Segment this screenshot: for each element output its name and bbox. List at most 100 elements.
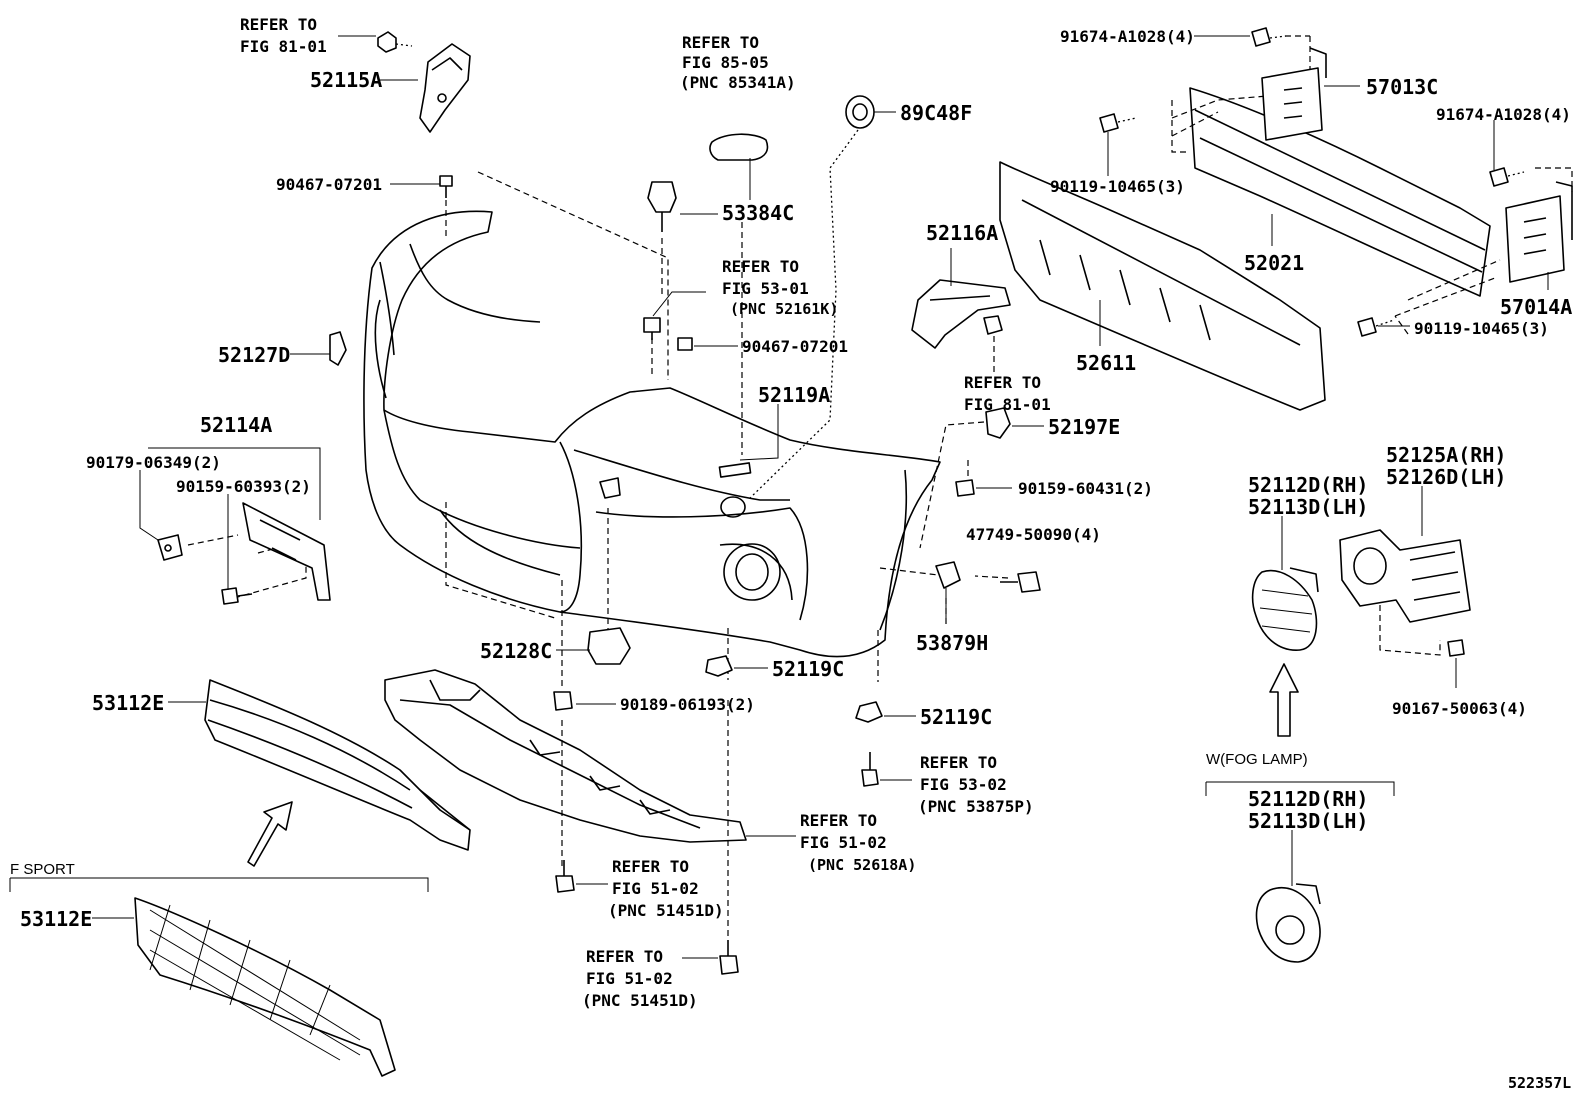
clip-90467-top (439, 175, 453, 198)
washer-cap-85341A (709, 133, 769, 161)
label-90467-center: 90467-07201 (742, 337, 848, 356)
fog-bracket-line (1205, 781, 1395, 796)
label-52114A: 52114A (200, 413, 272, 437)
bolt-51451D-a (555, 860, 575, 893)
label-52197E: 52197E (1048, 415, 1120, 439)
label-47749: 47749-50090(4) (966, 525, 1101, 544)
label-fig81b-1: REFER TO (964, 373, 1041, 392)
clip-52127D (329, 331, 347, 366)
label-fig5102a-2: FIG 51-02 (800, 833, 887, 852)
clip-52197E (985, 407, 1011, 439)
grommet-89C48F (845, 95, 875, 129)
bolt-90119-b (1357, 317, 1395, 337)
label-fig5102b-1: REFER TO (612, 857, 689, 876)
under-cover-drawing (384, 669, 747, 843)
label-90159-right: 90159-60431(2) (1018, 479, 1153, 498)
screw-90159-left (221, 587, 253, 605)
labels: REFER TO FIG 81-01 52115A REFER TO FIG 8… (10, 15, 1572, 1092)
label-90119-a: 90119-10465(3) (1050, 177, 1185, 196)
clip-90189 (553, 691, 573, 711)
screw-90167 (1447, 639, 1465, 657)
arrow-up-fog (1269, 663, 1299, 737)
label-fig81b-2: FIG 81-01 (964, 395, 1051, 414)
label-53384C: 53384C (722, 201, 794, 225)
label-52112D-top: 52112D(RH) (1248, 473, 1368, 497)
label-90179: 90179-06349(2) (86, 453, 221, 472)
label-90467-top: 90467-07201 (276, 175, 382, 194)
fog-bracket-52125A (1339, 529, 1471, 623)
label-91674-b: 91674-A1028(4) (1436, 105, 1571, 124)
label-52128C: 52128C (480, 639, 552, 663)
label-52125A: 52125A(RH) (1386, 443, 1506, 467)
label-fsport: F SPORT (10, 861, 75, 878)
label-52126D: 52126D(LH) (1386, 465, 1506, 489)
bolt-51451D-b (719, 940, 739, 975)
label-fig5302-2: FIG 53-02 (920, 775, 1007, 794)
label-fig5102b-2: FIG 51-02 (612, 879, 699, 898)
label-57013C: 57013C (1366, 75, 1438, 99)
label-52116A: 52116A (926, 221, 998, 245)
bracket-52116A (911, 279, 1011, 349)
retainer-52114A (242, 502, 331, 601)
label-fig5102c-3: (PNC 51451D) (582, 991, 698, 1010)
clip-52161K (643, 317, 661, 340)
label-fig85-3: (PNC 85341A) (680, 73, 796, 92)
screw-47749 (1000, 571, 1041, 593)
label-52119C-a: 52119C (772, 657, 844, 681)
label-fig53-1: REFER TO (722, 257, 799, 276)
bolt-fig81 (377, 31, 413, 53)
label-52021: 52021 (1244, 251, 1304, 275)
label-90189: 90189-06193(2) (620, 695, 755, 714)
label-57014A: 57014A (1500, 295, 1572, 319)
label-52113D-bottom: 52113D(LH) (1248, 809, 1368, 833)
label-52119C-b: 52119C (920, 705, 992, 729)
label-90167: 90167-50063(4) (1392, 699, 1527, 718)
bolt-91674-b (1489, 167, 1525, 187)
label-52115A: 52115A (310, 68, 382, 92)
bolt-53875P (861, 752, 879, 787)
label-52112D-bottom: 52112D(RH) (1248, 787, 1368, 811)
label-91674-a: 91674-A1028(4) (1060, 27, 1195, 46)
clip-52119C-a (705, 655, 733, 677)
fog-cover-52112D-bottom (1255, 883, 1321, 963)
bracket-57013C (1261, 47, 1327, 141)
label-fig53-3: (PNC 52161K) (730, 300, 838, 318)
label-52127D: 52127D (218, 343, 290, 367)
label-53112E-top: 53112E (92, 691, 164, 715)
drawing-id: 522357L (1508, 1074, 1571, 1092)
label-52115A-ref-2: FIG 81-01 (240, 37, 327, 56)
label-fig5102a-1: REFER TO (800, 811, 877, 830)
lower-grille-drawing (204, 679, 471, 851)
clip-53384C (647, 181, 677, 232)
label-52611: 52611 (1076, 351, 1136, 375)
nut-90179 (157, 534, 183, 561)
label-fig85-1: REFER TO (682, 33, 759, 52)
arrow-up-grille (247, 801, 293, 867)
bolt-90119-a (1099, 113, 1137, 133)
label-90159-left: 90159-60393(2) (176, 477, 311, 496)
label-53879H: 53879H (916, 631, 988, 655)
fog-cover-52112D-top (1251, 567, 1319, 651)
label-fig5102c-2: FIG 51-02 (586, 969, 673, 988)
label-fig53-2: FIG 53-01 (722, 279, 809, 298)
label-89C48F: 89C48F (900, 101, 972, 125)
bracket-52115A (419, 43, 471, 133)
label-fig5102b-3: (PNC 51451D) (608, 901, 724, 920)
screw-90159-right (955, 479, 975, 497)
label-fig5302-1: REFER TO (920, 753, 997, 772)
label-90119-b: 90119-10465(3) (1414, 319, 1549, 338)
fsport-grille-drawing (134, 897, 396, 1077)
clip-52119C-b (855, 701, 883, 723)
reinforcement-drawing (1189, 87, 1491, 297)
label-wfog: W(FOG LAMP) (1206, 751, 1308, 768)
label-52113D-top: 52113D(LH) (1248, 495, 1368, 519)
bracket-57014A (1505, 181, 1573, 283)
label-fig5102a-3: (PNC 52618A) (808, 856, 916, 874)
nut-53879H (935, 561, 961, 589)
leader-lines (92, 35, 1549, 959)
fsport-bracket (9, 877, 429, 892)
energy-absorber-drawing (999, 161, 1326, 411)
label-fig5302-3: (PNC 53875P) (918, 797, 1034, 816)
